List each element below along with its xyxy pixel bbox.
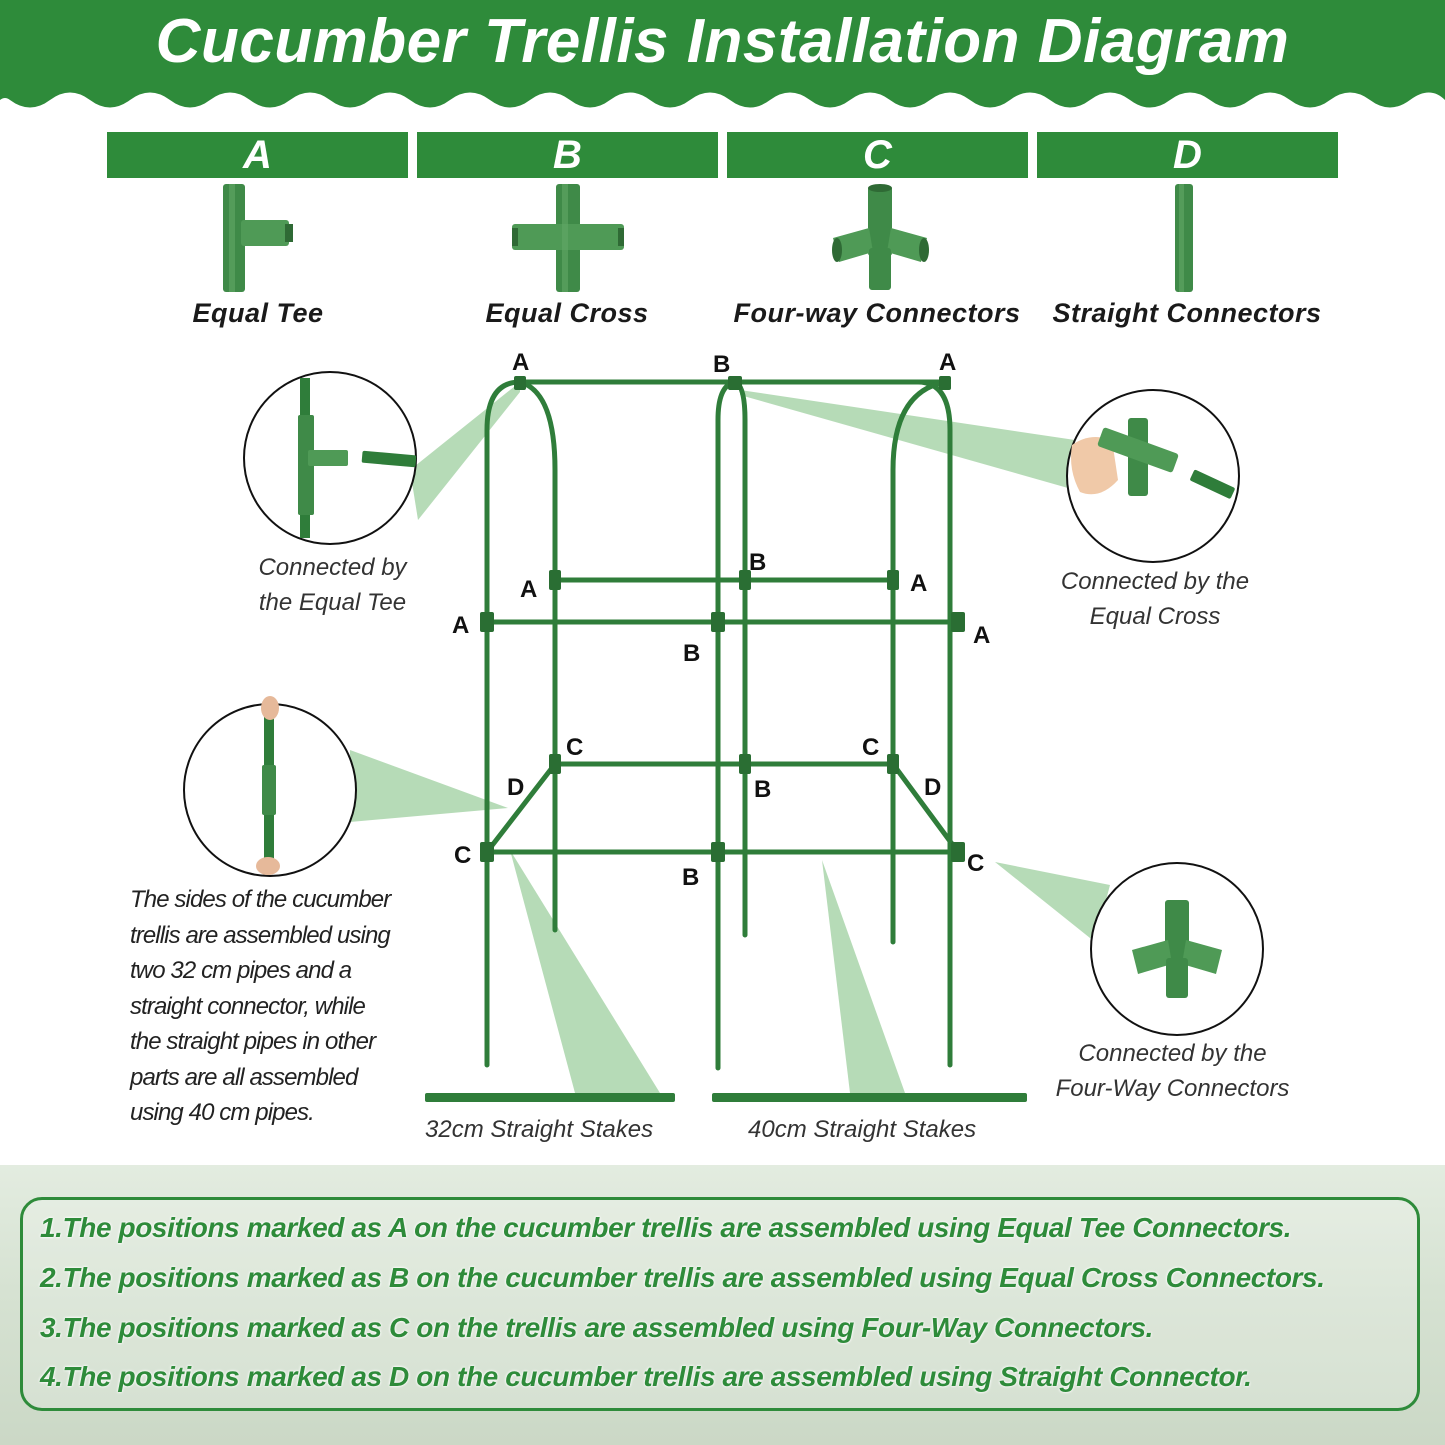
equal-tee-connector-icon [223, 184, 293, 292]
straight-connector-icon [1175, 184, 1193, 292]
marker-b: B [749, 549, 767, 576]
bottom-background [0, 1165, 1445, 1445]
part-d-name: Straight Connectors [1052, 298, 1322, 328]
page-title: Cucumber Trellis Installation Diagram [155, 7, 1290, 76]
marker-b: B [713, 351, 731, 378]
four-way-connector-icon [832, 184, 929, 290]
marker-a: A [520, 576, 538, 603]
trellis-diagram [183, 371, 1264, 1102]
marker-a: A [452, 612, 470, 639]
part-b-header: B [417, 132, 718, 178]
part-a-name: Equal Tee [192, 298, 324, 328]
marker-a: A [512, 349, 530, 376]
part-c-header: C [727, 132, 1028, 178]
marker-c: C [862, 734, 880, 761]
header-banner [0, 0, 1445, 108]
note-line-3: 3.The positions marked as C on the trell… [40, 1312, 1154, 1343]
marker-c: C [967, 850, 985, 877]
marker-b: B [683, 640, 701, 667]
marker-b: B [682, 864, 700, 891]
part-d-header: D [1037, 132, 1338, 178]
marker-c: C [454, 842, 472, 869]
short-stake-label: 32cm Straight Stakes [425, 1116, 654, 1143]
part-c-name: Four-way Connectors [733, 298, 1021, 328]
marker-d: D [507, 774, 525, 801]
notes-box [20, 1197, 1420, 1411]
marker-a: A [973, 622, 991, 649]
note-line-2: 2.The positions marked as B on the cucum… [40, 1262, 1325, 1293]
marker-c: C [566, 734, 584, 761]
long-stake-label: 40cm Straight Stakes [748, 1116, 977, 1143]
part-a-header: A [107, 132, 408, 178]
equal-cross-connector-icon [512, 184, 624, 292]
marker-d: D [924, 774, 942, 801]
marker-a: A [910, 570, 928, 597]
side-note: The sides of the cucumber trellis are as… [130, 886, 391, 1126]
marker-b: B [754, 776, 772, 803]
note-line-1: 1.The positions marked as A on the cucum… [40, 1212, 1292, 1243]
part-b-name: Equal Cross [485, 298, 649, 328]
marker-a: A [939, 349, 957, 376]
note-line-4: 4.The positions marked as D on the cucum… [40, 1361, 1252, 1392]
